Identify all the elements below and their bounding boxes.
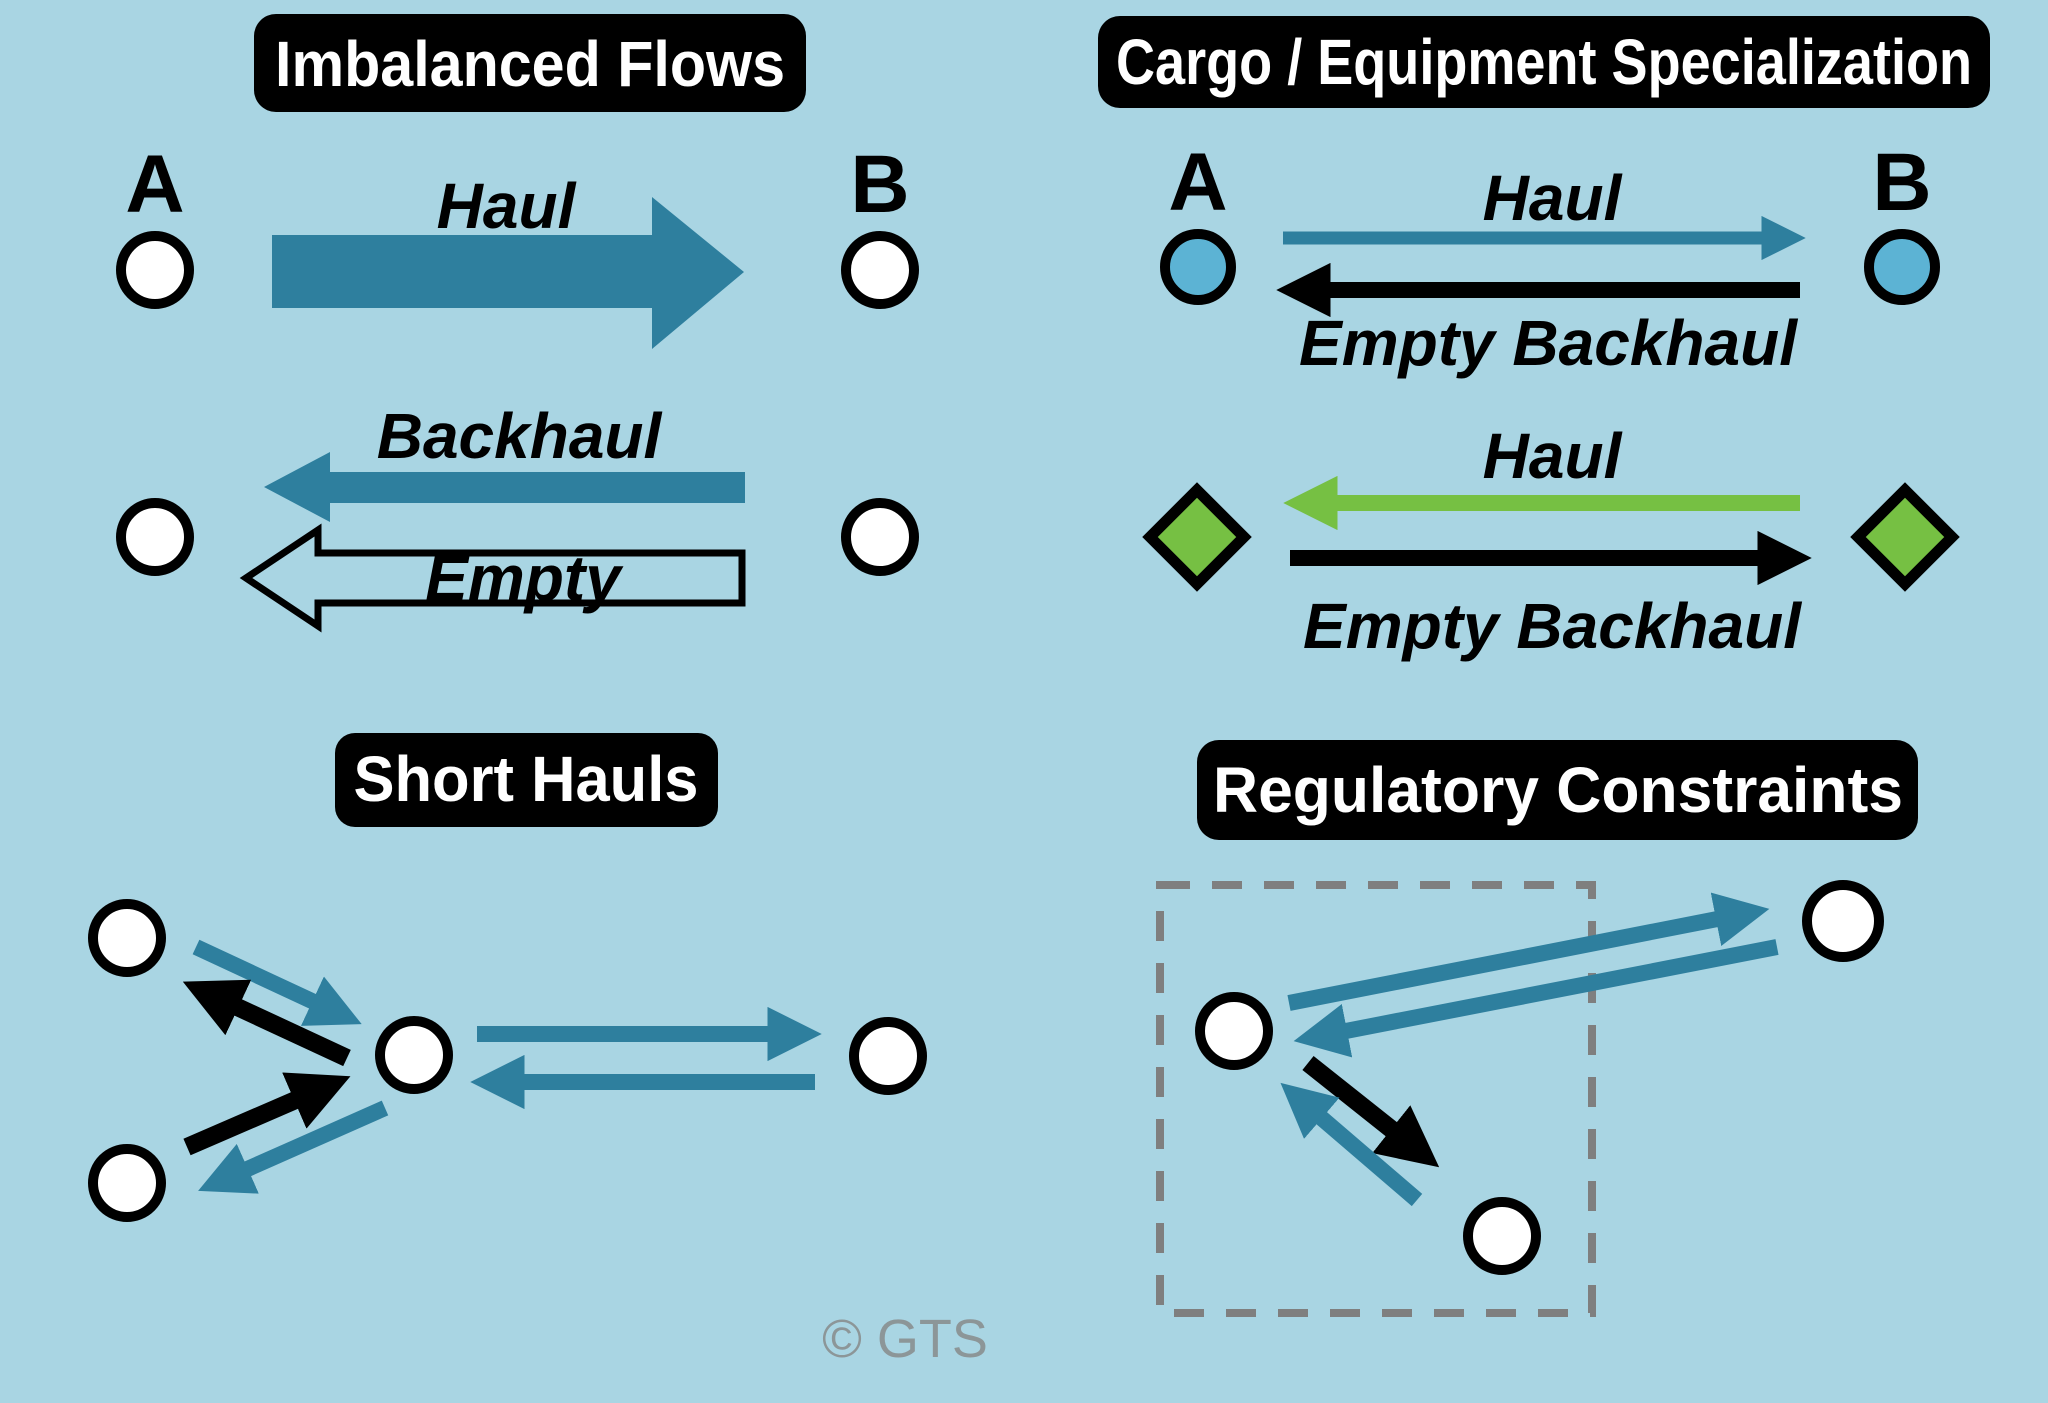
short-haul-arrow-bottomleft-to-hub — [183, 1072, 351, 1156]
haul-label: Haul — [437, 170, 577, 242]
short-haul-arrow-hub-to-bottomleft — [198, 1100, 389, 1194]
node-a2-circle — [116, 498, 194, 576]
short-haul-node-bottomleft — [88, 1144, 166, 1222]
node-b2-circle — [841, 498, 919, 576]
imbalanced-flows-title-bar — [254, 14, 806, 112]
spec-haul-label: Haul — [1483, 162, 1623, 234]
regulatory-node-inside-bottom — [1463, 1197, 1541, 1275]
short-haul-node-topleft — [88, 899, 166, 977]
panel-regulatory-constraints: Regulatory Constraints — [1156, 740, 1918, 1317]
node-b-label: B — [850, 139, 909, 230]
copyright-watermark: © GTS — [822, 1309, 988, 1369]
short-haul-node-right — [849, 1017, 927, 1095]
empty-outline-arrow — [239, 523, 746, 633]
regulatory-constraints-title: Regulatory Constraints — [1213, 754, 1903, 826]
spec-node-a-circle — [1160, 229, 1236, 305]
imbalanced-flows-title: Imbalanced Flows — [275, 28, 785, 100]
cargo-equipment-title: Cargo / Equipment Specialization — [1116, 26, 1972, 98]
node-a-circle — [116, 231, 194, 309]
spec-node-b-circle — [1864, 229, 1940, 305]
haul-fat-arrow — [272, 197, 744, 349]
backhaul-label: Backhaul — [377, 400, 663, 472]
cargo-equipment-title-bar — [1098, 16, 1990, 108]
diamond-haul-label: Haul — [1483, 420, 1623, 492]
regulatory-node-inside-left — [1195, 992, 1273, 1070]
panel-short-hauls: Short Hauls — [88, 733, 927, 1222]
backhaul-arrow — [264, 452, 745, 522]
regulatory-boundary-dashed-box — [1156, 881, 1596, 1317]
node-b-circle — [841, 231, 919, 309]
short-hauls-title: Short Hauls — [354, 743, 699, 815]
spec-node-a-label: A — [1168, 137, 1227, 228]
diamond-node-left — [1142, 482, 1252, 592]
panel-imbalanced-flows: Imbalanced Flows A B Haul Backhaul Empty — [116, 14, 919, 633]
regulatory-node-outside — [1802, 880, 1884, 962]
regulatory-arrow-left-to-bottom — [1302, 1055, 1440, 1168]
spec-node-b-label: B — [1872, 137, 1931, 228]
diamond-node-right — [1850, 482, 1960, 592]
short-haul-arrow-topleft-to-hub — [192, 939, 362, 1026]
panel-cargo-equipment-specialization: Cargo / Equipment Specialization A B Hau… — [1098, 16, 1990, 662]
regulatory-constraints-title-bar — [1197, 740, 1918, 840]
empty-label: Empty — [425, 542, 624, 614]
spec-empty-backhaul-label: Empty Backhaul — [1299, 307, 1798, 379]
regulatory-arrow-inside-to-outside — [1287, 892, 1770, 1011]
short-hauls-title-bar — [335, 733, 718, 827]
short-haul-node-hub — [375, 1016, 453, 1094]
diamond-empty-backhaul-label: Empty Backhaul — [1303, 590, 1802, 662]
short-haul-arrow-hub-to-topleft — [182, 979, 351, 1067]
regulatory-arrow-bottom-to-left — [1280, 1082, 1423, 1207]
node-a-label: A — [125, 139, 184, 230]
regulatory-arrow-outside-to-inside — [1293, 939, 1779, 1058]
